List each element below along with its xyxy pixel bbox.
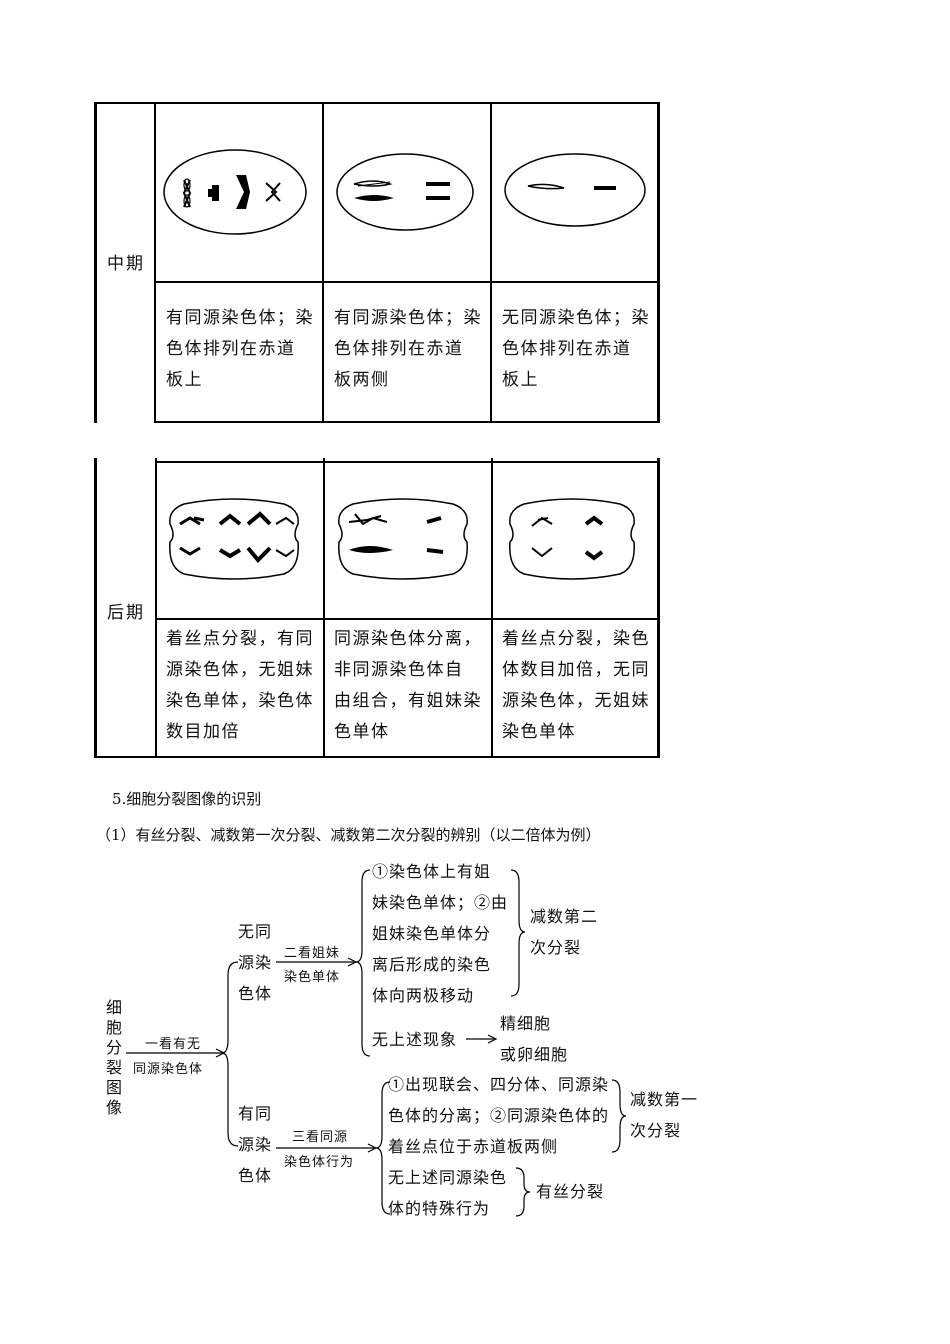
text-line: 减数第二 [530,901,598,932]
text-line: 离后形成的染色 [372,949,508,980]
text-line: 体的特殊行为 [388,1193,507,1224]
no-other: 无上述现象 [372,1024,457,1055]
yes-result: 减数第一 次分裂 [630,1084,698,1146]
step2-line2: 染色单体 [284,966,340,985]
text-line: ①出现联会、四分体、同源染 [388,1069,609,1100]
no-condition: ①染色体上有姐 妹染色单体；②由 姐妹染色单体分 离后形成的染色 体向两极移动 [372,856,508,1011]
text-line: 源染 [238,1129,272,1160]
text-line: 次分裂 [530,932,598,963]
text-line: 或卵细胞 [500,1039,568,1070]
text-char: 图 [106,1078,123,1098]
no-other-result: 精细胞 或卵细胞 [500,1008,568,1070]
text-line: 减数第一 [630,1084,698,1115]
text-line: 精细胞 [500,1008,568,1039]
text-line: 姐妹染色单体分 [372,918,508,949]
yes-other: 无上述同源染色 体的特殊行为 [388,1162,507,1224]
text-line: 有同 [238,1098,272,1129]
text-char: 像 [106,1098,123,1118]
yes-other-result: 有丝分裂 [536,1176,604,1207]
text-line: 源染 [238,947,272,978]
text-line: 无同 [238,916,272,947]
step1-line2: 同源染色体 [133,1058,203,1077]
text-char: 细 [106,998,123,1018]
no-result: 减数第二 次分裂 [530,901,598,963]
text-line: 着丝点位于赤道板两侧 [388,1131,609,1162]
step1-line1: 一看有无 [145,1033,201,1052]
text-line: 无上述同源染色 [388,1162,507,1193]
branch-no-homolog: 无同 源染 色体 [238,916,272,1009]
branch-has-homolog: 有同 源染 色体 [238,1098,272,1191]
text-char: 胞 [106,1018,123,1038]
text-line: 色体的分离；②同源染色体的 [388,1100,609,1131]
step2-line1: 二看姐妹 [284,942,340,961]
yes-condition: ①出现联会、四分体、同源染 色体的分离；②同源染色体的 着丝点位于赤道板两侧 [388,1069,609,1162]
flow-root: 细 胞 分 裂 图 像 [106,998,123,1118]
text-line: 体向两极移动 [372,980,508,1011]
text-line: 色体 [238,1160,272,1191]
text-char: 裂 [106,1058,123,1078]
step3-line2: 染色体行为 [284,1151,354,1170]
step3-line1: 三看同源 [292,1126,348,1145]
text-line: ①染色体上有姐 [372,856,508,887]
text-line: 次分裂 [630,1115,698,1146]
text-line: 妹染色单体；②由 [372,887,508,918]
text-line: 色体 [238,978,272,1009]
text-char: 分 [106,1038,123,1058]
